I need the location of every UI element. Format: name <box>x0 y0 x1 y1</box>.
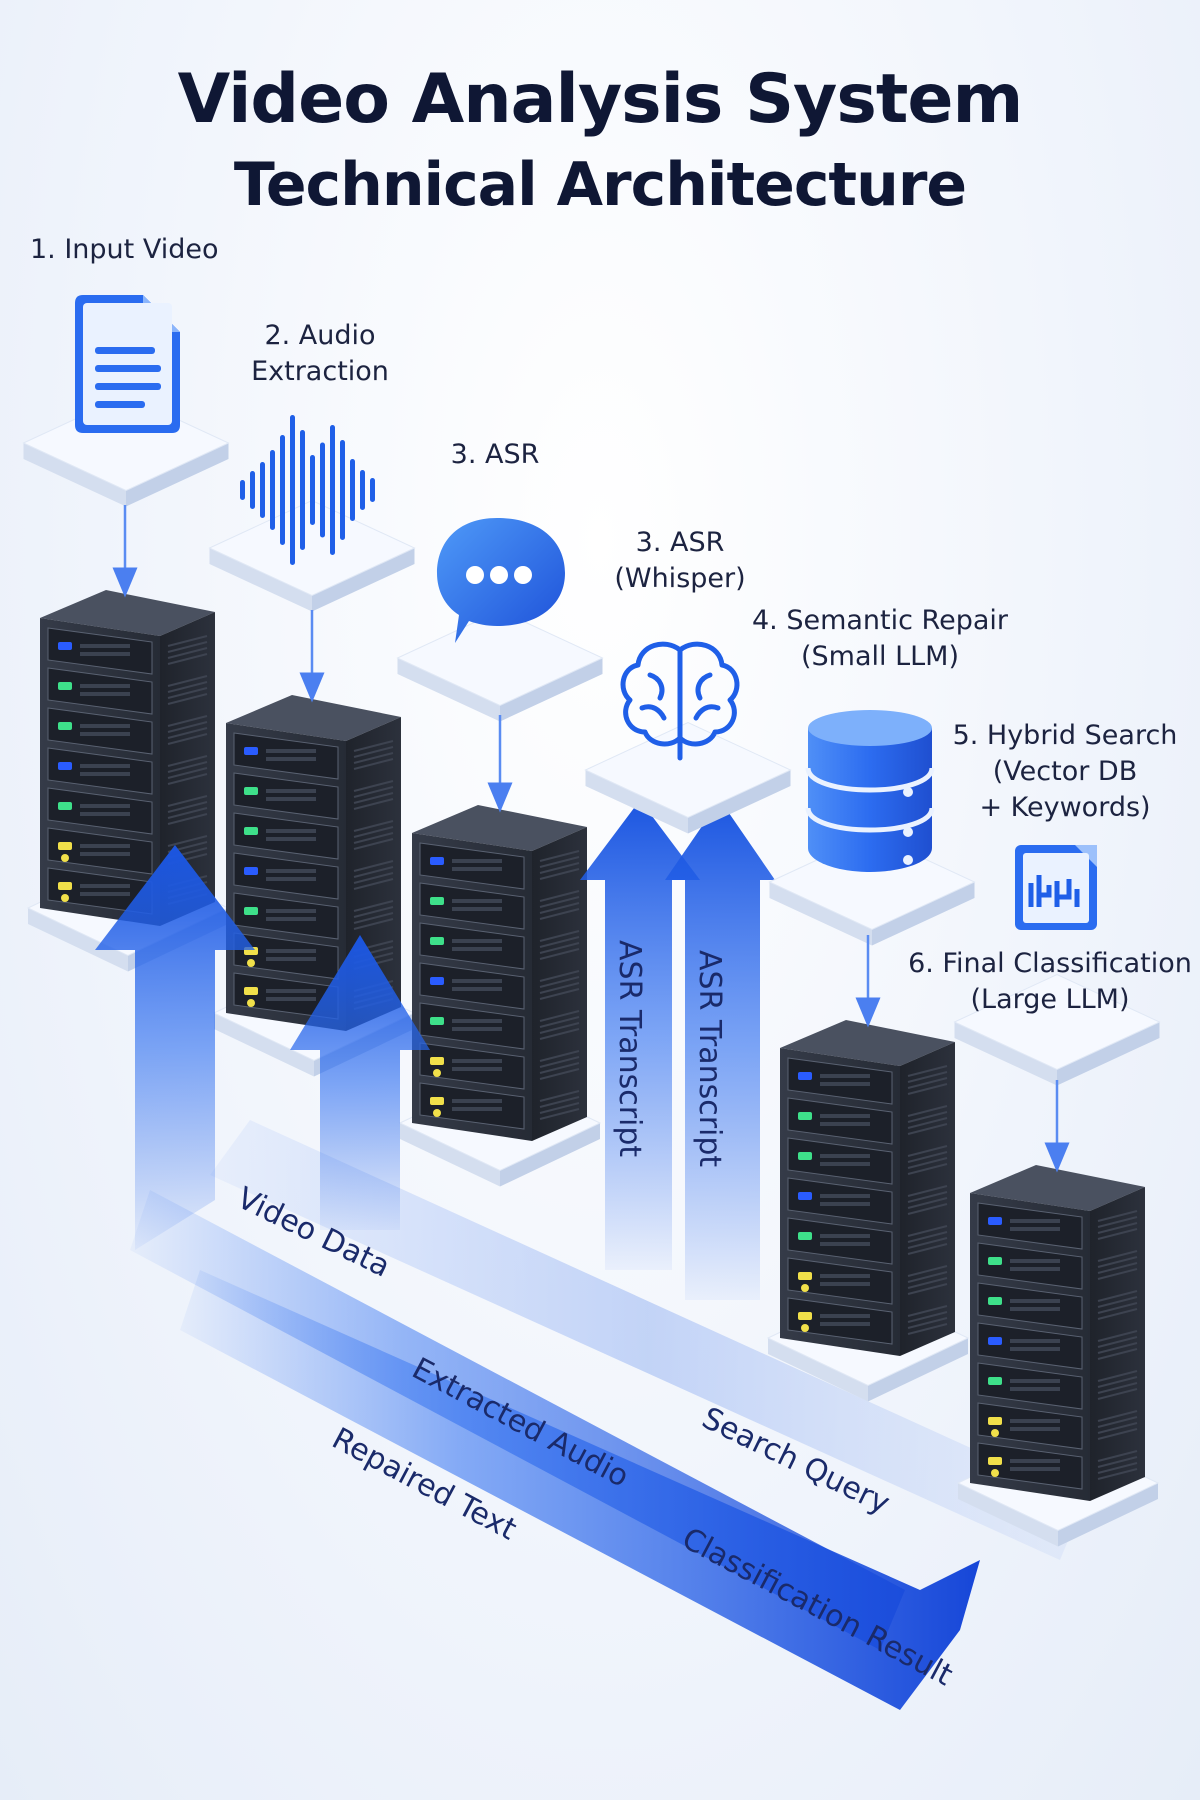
status-led <box>988 1457 1002 1465</box>
step-label-semantic-repair: 4. Semantic Repair (Small LLM) <box>740 603 1020 675</box>
step-hybrid-line1: 5. Hybrid Search <box>952 720 1178 751</box>
status-led <box>430 1057 444 1065</box>
step-asr-whisper-line2: (Whisper) <box>614 563 746 594</box>
status-led <box>988 1217 1002 1225</box>
waveform-bar <box>260 462 265 518</box>
waveform-bar <box>340 440 345 540</box>
status-led <box>988 1377 1002 1385</box>
step-final-line2: (Large LLM) <box>970 984 1130 1015</box>
platform-audio <box>208 499 416 612</box>
status-led <box>244 787 258 795</box>
status-led <box>58 642 72 650</box>
flow-label-asr-transcript-a: ASR Transcript <box>612 940 647 1157</box>
status-led <box>58 882 72 890</box>
step-audio-line1: 2. Audio <box>264 320 376 351</box>
status-led <box>430 857 444 865</box>
page-title: Video Analysis System <box>177 60 1024 139</box>
up-arrows <box>95 800 775 1300</box>
step-label-audio-extraction: 2. Audio Extraction <box>220 318 420 390</box>
step-asr-whisper-line1: 3. ASR <box>635 527 725 558</box>
up-arrow-asr-transcript-b <box>665 800 775 1300</box>
status-led <box>988 1417 1002 1425</box>
waveform-bar <box>350 459 355 521</box>
up-arrow-extracted-audio <box>290 935 430 1230</box>
waveform-bar <box>330 425 335 555</box>
step-asr-text: 3. ASR <box>450 439 540 470</box>
status-led <box>244 827 258 835</box>
connector-arrows <box>112 505 1070 1173</box>
band-search-query <box>210 1120 1085 1560</box>
status-led <box>430 1017 444 1025</box>
waveform-bar <box>290 415 295 565</box>
status-led <box>798 1152 812 1160</box>
database-icon <box>805 710 935 872</box>
server-rack-5 <box>780 1020 955 1356</box>
step-input-video-text: 1. Input Video <box>30 234 219 265</box>
band-classification <box>180 1270 980 1710</box>
waveform-bar <box>300 430 305 550</box>
step-final-line1: 6. Final Classification <box>908 948 1192 979</box>
status-led <box>244 747 258 755</box>
status-led <box>798 1072 812 1080</box>
status-led <box>798 1192 812 1200</box>
waveform-bar <box>360 470 365 510</box>
step-label-asr-whisper: 3. ASR (Whisper) <box>600 525 760 597</box>
status-led <box>58 802 72 810</box>
step-semantic-line2: (Small LLM) <box>800 641 960 672</box>
status-led <box>430 1097 444 1105</box>
waveform-bar <box>280 435 285 545</box>
status-led <box>58 762 72 770</box>
data-chart-icon <box>1015 845 1097 930</box>
step-label-input-video: 1. Input Video <box>30 232 270 268</box>
status-led <box>988 1337 1002 1345</box>
waveform-bar <box>240 480 245 500</box>
waveform-bar <box>370 478 375 502</box>
step-hybrid-line2: (Vector DB <box>992 756 1138 787</box>
flow-label-asr-transcript-b: ASR Transcript <box>692 950 727 1167</box>
platform-asr <box>396 609 604 722</box>
status-led <box>798 1112 812 1120</box>
status-led <box>58 682 72 690</box>
status-led <box>798 1272 812 1280</box>
chat-bubble-icon <box>437 518 565 643</box>
step-label-final-classification: 6. Final Classification (Large LLM) <box>905 946 1195 1018</box>
step-label-hybrid-search: 5. Hybrid Search (Vector DB + Keywords) <box>940 718 1190 826</box>
brain-icon <box>620 641 740 761</box>
status-led <box>798 1312 812 1320</box>
status-led <box>58 722 72 730</box>
server-rack-6 <box>970 1165 1145 1501</box>
platform-classification <box>953 973 1161 1086</box>
up-arrow-video-data <box>95 845 255 1250</box>
platform-brain <box>584 721 792 834</box>
status-led <box>798 1232 812 1240</box>
waveform-bar <box>250 471 255 509</box>
step-semantic-line1: 4. Semantic Repair <box>751 605 1008 636</box>
page-subtitle: Technical Architecture <box>233 150 967 220</box>
flow-bands <box>130 1120 1085 1710</box>
status-led <box>430 937 444 945</box>
status-led <box>244 867 258 875</box>
server-rack-3 <box>412 805 587 1141</box>
status-led <box>58 842 72 850</box>
waveform-icon <box>240 415 375 565</box>
step-label-asr: 3. ASR <box>420 437 570 473</box>
waveform-bar <box>310 455 315 525</box>
step-hybrid-line3: + Keywords) <box>979 792 1151 823</box>
waveform-bar <box>270 450 275 530</box>
up-arrow-asr-transcript-a <box>580 800 700 1270</box>
status-led <box>988 1257 1002 1265</box>
status-led <box>430 897 444 905</box>
status-led <box>244 987 258 995</box>
document-icon <box>75 295 180 433</box>
server-racks <box>40 590 1145 1501</box>
server-rack-2 <box>226 695 401 1031</box>
waveform-bar <box>320 442 325 538</box>
status-led <box>244 907 258 915</box>
step-audio-line2: Extraction <box>251 356 389 387</box>
status-led <box>988 1297 1002 1305</box>
status-led <box>430 977 444 985</box>
